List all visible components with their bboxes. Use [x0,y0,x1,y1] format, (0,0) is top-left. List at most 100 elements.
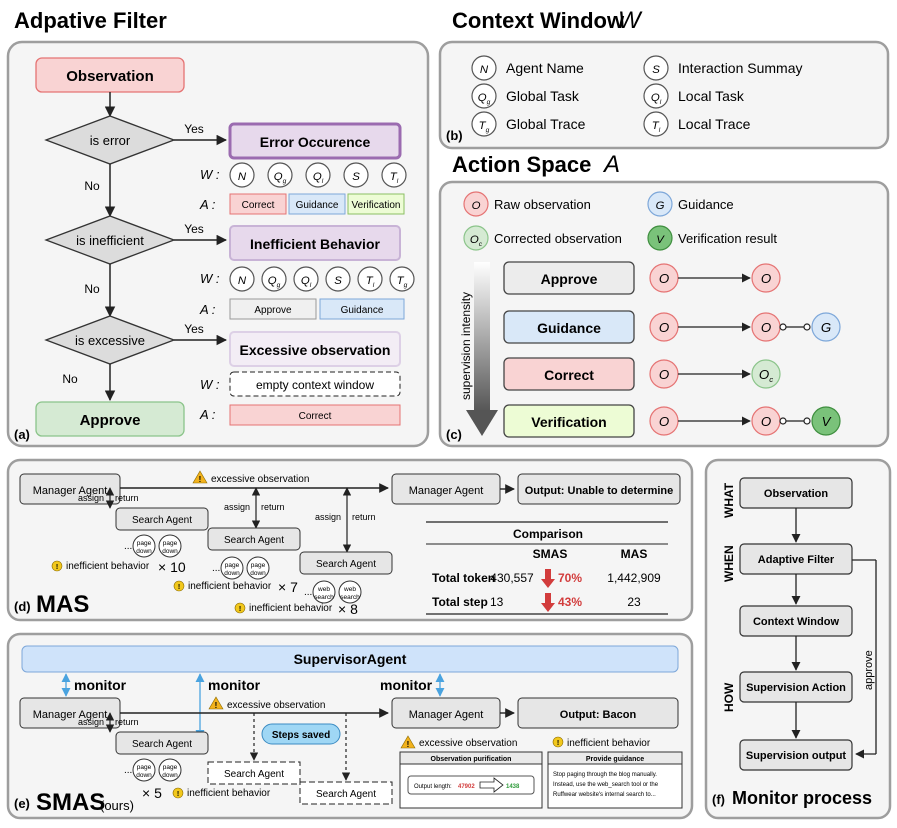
search-agent-box [115,507,209,531]
correct-action-box [229,193,287,215]
row-label: Total token [432,571,495,585]
svg-text:G: G [821,320,831,335]
symbol-o-icon: O [751,263,781,293]
purification-title: Observation purification [431,756,512,763]
monitor-step-box [739,739,853,771]
symbol-oc-icon: Oc [751,359,781,389]
purification-header [399,751,543,765]
monitor-step-label: Adaptive Filter [758,554,835,566]
symbol-o-icon: O [751,406,781,436]
tool-call-label: down [250,570,266,577]
empty-context-label: empty context window [256,378,374,392]
assign-label: assign [315,512,341,522]
w-label: W : [200,377,220,392]
tool-call-label: page [251,562,266,569]
guidance-action-box [319,298,405,320]
monitor-label: monitor [208,677,261,693]
guidance-action-label: Guidance [537,320,601,336]
monitor-step-label: Observation [764,488,828,500]
svg-text:Qg: Qg [268,275,281,289]
tool-call-label: page [225,562,240,569]
inefficient-label: inefficient behavior [249,603,333,614]
output-length-label: Output length: [414,784,452,790]
svg-text:V: V [822,414,832,429]
symbol-v-icon: V [647,225,673,251]
svg-text:N: N [238,275,247,287]
svg-text:Tl: Tl [390,171,399,185]
ellipsis: ... [304,587,312,598]
svg-text:O: O [659,320,669,335]
output-label: Output: Unable to determine [525,485,674,497]
panel-a-tag: (a) [14,427,30,442]
svg-text:Tg: Tg [397,275,408,289]
ellipsis: ... [124,765,132,776]
symbol-n-icon: N [229,162,255,188]
empty-context-box [229,371,401,397]
context-legend-label: Interaction Summay [678,60,803,76]
info-icon [234,602,246,614]
tool-call-label: page [163,764,178,771]
skipped-search-agent [207,761,301,785]
output-box [517,473,681,505]
row-mas: 23 [627,595,641,609]
len-before: 47902 [458,784,475,790]
warning-icon [400,735,416,749]
symbol-ql-icon: Ql [643,83,669,109]
smas-subtitle: (ours) [100,798,134,813]
manager-agent-label: Manager Agent [33,709,108,721]
svg-text:!: ! [56,564,58,571]
inefficient-label: inefficient behavior [188,581,272,592]
a-label: A : [199,302,216,317]
svg-text:Tl: Tl [366,275,375,289]
guidance-title: Provide guidance [586,756,644,763]
guidance-action [503,310,635,344]
action-space-title: Action Space [452,152,591,177]
tool-call-label: down [136,772,152,779]
svg-text:Qg: Qg [274,171,287,185]
assign-label: assign [78,717,104,727]
symbol-s-icon: S [643,55,669,81]
output-box [517,697,679,729]
yes-label: Yes [184,122,204,136]
guidance-line: Instead, use the web_search tool or the [553,782,659,788]
guidance-line: Stop paging through the blog manually. [553,772,657,778]
return-label: return [115,717,139,727]
svg-text:O: O [472,200,481,212]
inefficient-label: inefficient behavior [66,561,150,572]
symbol-o-icon: O [649,406,679,436]
tool-call-label: web [343,586,356,593]
symbol-g-icon: G [647,191,673,217]
monitor-step-label: Context Window [753,616,839,628]
guidance-action-box [288,193,346,215]
context-legend-label: Global Task [506,88,580,104]
svg-text:!: ! [215,701,218,710]
intensity-arrow-shaft [474,262,490,412]
symbol-v-icon: V [811,406,841,436]
tool-call-label: down [162,548,178,555]
svg-text:S: S [352,171,360,183]
is-inefficient-label: is inefficient [76,233,144,248]
monitor-label: monitor [380,677,433,693]
tool-call-label: search [314,594,334,601]
tool-call-label: down [162,772,178,779]
skipped-search-agent [299,781,393,805]
svg-text:!: ! [199,475,202,484]
row-pct: 70% [558,571,582,585]
svg-text:Ql: Ql [313,171,324,185]
panel-b-tag: (b) [446,128,463,143]
correct-action-label: Correct [242,200,275,211]
symbol-ql-icon: Ql [305,162,331,188]
is-error-label: is error [90,133,131,148]
a-label: A : [199,197,216,212]
info-icon [173,580,185,592]
panel-e-tag: (e) [14,796,30,811]
excessive-observation-label: excessive observation [419,738,517,749]
verification-action-label: Verification [352,200,401,211]
svg-text:Ql: Ql [651,92,662,106]
intensity-arrow-head [466,410,498,436]
inefficient-label: inefficient behavior [567,738,651,749]
